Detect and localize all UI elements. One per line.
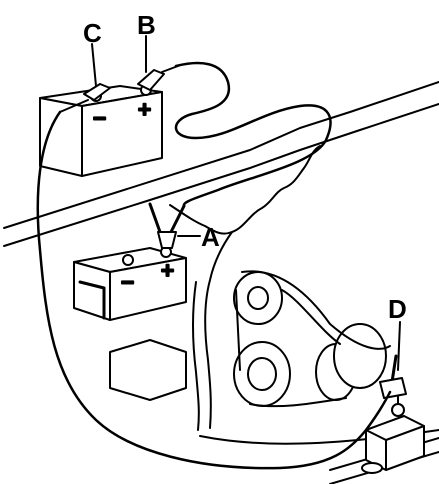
clamp-c-handle: [59, 99, 89, 113]
lower-pulley-hub: [247, 357, 277, 391]
booster-battery: − +: [39, 84, 163, 177]
clamp-d-jaw: [379, 377, 407, 399]
clamp-a-jaw: [157, 231, 177, 249]
engine-mount: [361, 393, 425, 474]
clamp-d-handle: [390, 354, 398, 384]
drive-belt: [235, 289, 347, 408]
clamp-a: [148, 202, 186, 249]
label-a: A: [201, 222, 220, 252]
inner-wing-wall: [204, 231, 233, 429]
mount-nut: [361, 462, 383, 474]
engine-pulleys: [233, 270, 391, 408]
panel-upper-edge: [3, 81, 439, 229]
label-c: C: [83, 18, 102, 48]
belt-outer: [241, 270, 391, 350]
callout-d-line: [397, 321, 401, 371]
upper-pulley: [233, 271, 283, 325]
label-d: D: [388, 294, 407, 324]
vehicle-battery: − +: [73, 246, 187, 321]
booster-minus-sign: −: [92, 108, 107, 129]
mount-bolt: [391, 403, 405, 417]
inner-wing-wall-2: [192, 281, 200, 431]
vehicle-panel: [3, 81, 439, 484]
vehicle-minus-sign: −: [120, 272, 135, 293]
panel-lower-edge: [3, 103, 439, 247]
lower-pulley: [233, 341, 291, 407]
inner-wing-contour: [169, 145, 321, 235]
booster-battery-side: [81, 91, 163, 177]
clamp-b: [137, 65, 179, 91]
booster-plus-sign: +: [137, 99, 152, 120]
vehicle-battery-side: [109, 257, 187, 321]
label-b: B: [137, 10, 156, 40]
callouts: C B A D: [83, 10, 407, 371]
alternator-body: [333, 323, 387, 389]
clamp-b-jaw: [137, 69, 165, 91]
vehicle-plus-sign: +: [160, 260, 175, 281]
jump-leads: [36, 61, 392, 470]
clamp-a-handle-left: [148, 202, 162, 234]
vehicle-negative-terminal: [122, 254, 134, 266]
clamp-c-jaw: [83, 83, 111, 101]
upper-pulley-hub: [247, 286, 269, 310]
mount-block-top: [365, 425, 425, 471]
positive-lead: [174, 61, 332, 208]
clamp-a-handle-right: [168, 204, 186, 236]
vehicle-battery-bracket: [78, 280, 106, 320]
engine-bay-ledge: [109, 339, 187, 401]
negative-lead: [36, 110, 392, 470]
clamp-d: [379, 354, 407, 399]
mount-block: [365, 415, 425, 471]
clamp-c: [59, 83, 111, 113]
callout-c-line: [91, 43, 97, 87]
